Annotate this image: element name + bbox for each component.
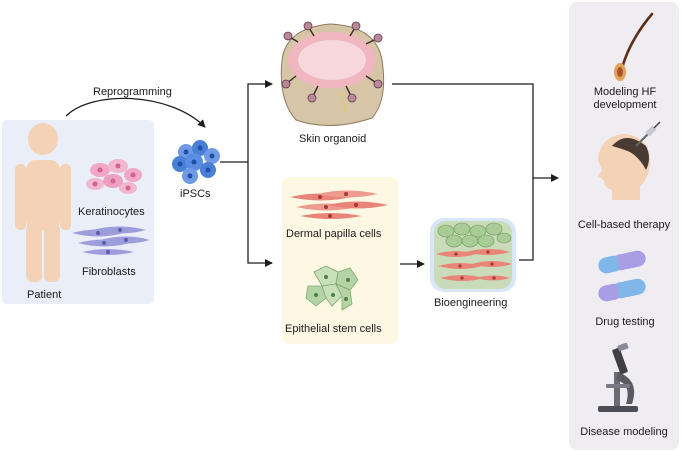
- app-disease-modeling-label: Disease modeling: [580, 426, 668, 438]
- head-injection-icon: [598, 121, 661, 200]
- app-modeling-hf-line2: development: [593, 99, 657, 111]
- app-cell-therapy-label: Cell-based therapy: [577, 219, 671, 231]
- dermal-papilla-label: Dermal papilla cells: [286, 228, 382, 240]
- ipscs-icon: [172, 140, 220, 184]
- app-modeling-hf-label: Modeling HF development: [575, 86, 675, 112]
- fibroblasts-label: Fibroblasts: [82, 266, 136, 278]
- epithelial-stem-cells-icon: [305, 265, 359, 311]
- merge-arrows: [392, 83, 559, 261]
- ipscs-label: iPSCs: [180, 188, 211, 200]
- microscope-icon: [598, 342, 638, 412]
- epithelial-stem-label: Epithelial stem cells: [285, 323, 382, 335]
- hair-follicle-icon: [614, 12, 654, 81]
- branch-arrows: [220, 80, 273, 267]
- applications-panel: [569, 2, 679, 450]
- capsules-icon: [598, 250, 646, 302]
- patient-body-icon: [15, 123, 71, 282]
- reprogramming-label: Reprogramming: [93, 86, 172, 98]
- keratinocytes-label: Keratinocytes: [78, 206, 145, 218]
- fibroblasts-icon: [72, 226, 150, 255]
- keratinocytes-icon: [86, 159, 142, 194]
- reprogramming-arrow: [65, 97, 206, 128]
- skin-organoid-icon: [280, 21, 385, 127]
- bioengineering-construct-icon: [430, 218, 516, 292]
- bioengineering-label: Bioengineering: [434, 297, 508, 309]
- app-drug-testing-label: Drug testing: [595, 316, 655, 328]
- patient-label: Patient: [27, 289, 62, 301]
- cells-panel: [282, 177, 398, 344]
- dermal-papilla-cells-icon: [290, 190, 388, 219]
- app-modeling-hf-line1: Modeling HF: [593, 86, 657, 98]
- skin-organoid-label: Skin organoid: [299, 133, 367, 145]
